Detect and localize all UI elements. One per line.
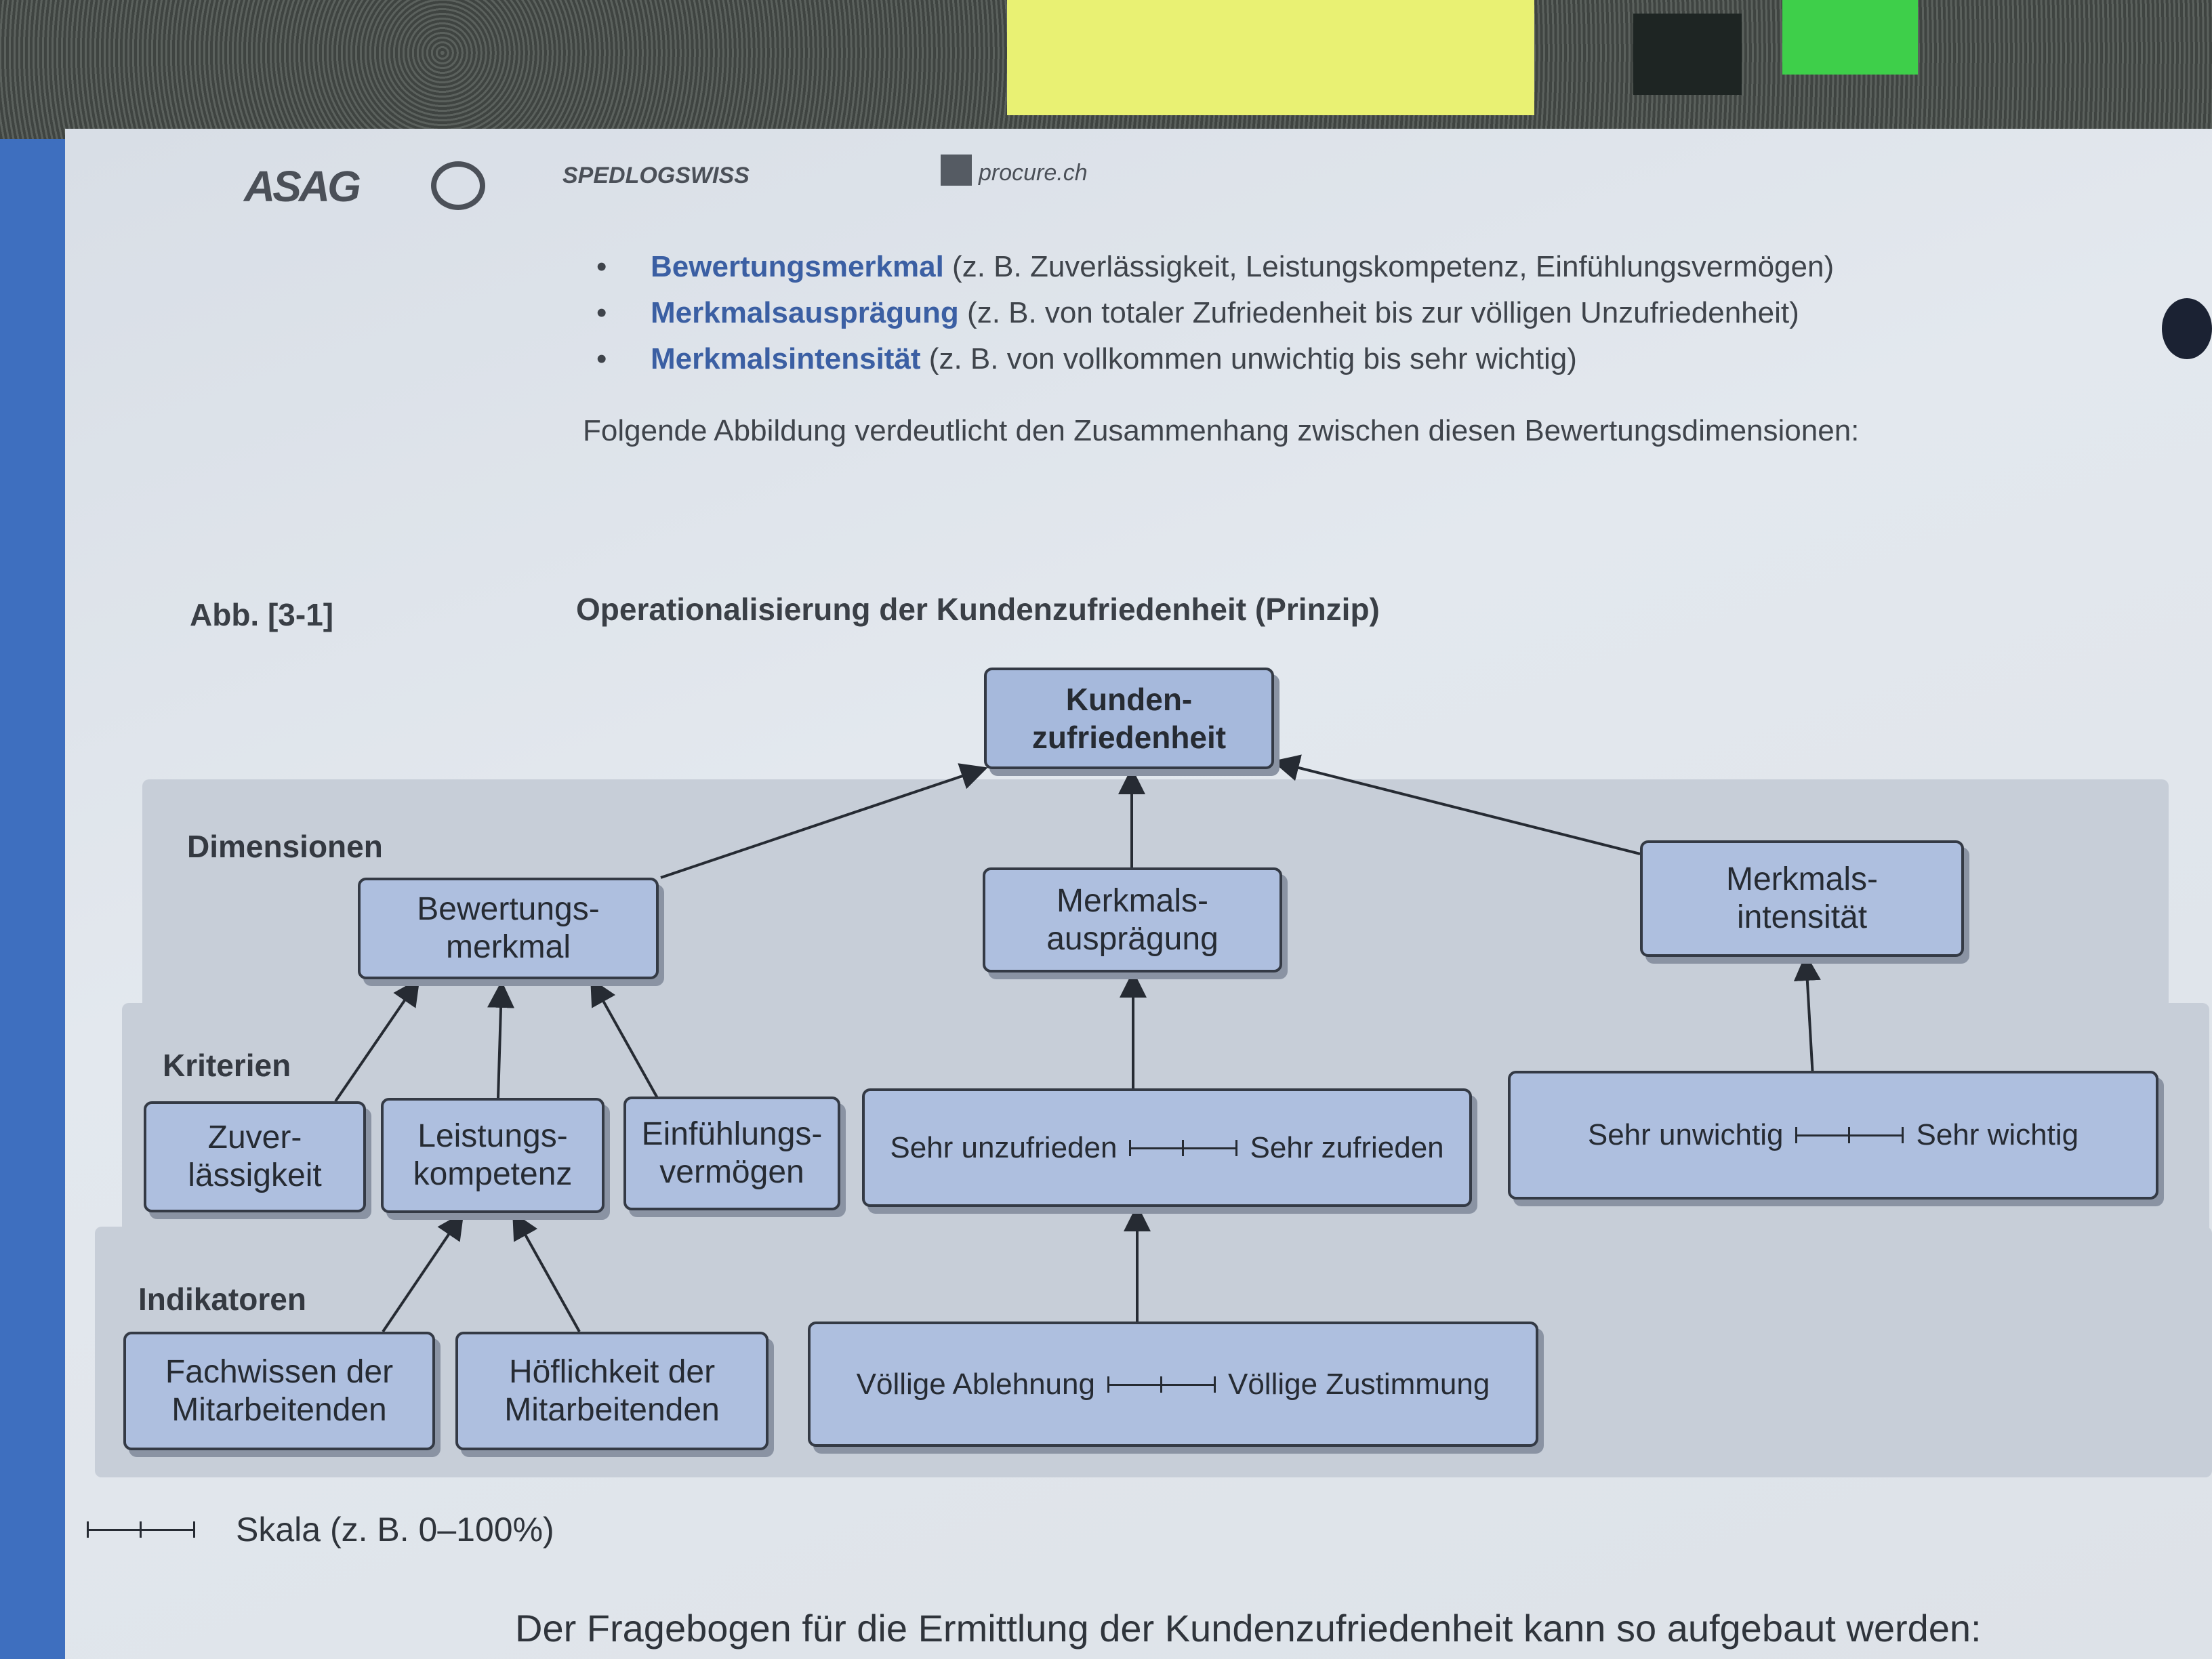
box-hoeflichkeit: Höflichkeit der Mitarbeitenden [455,1332,769,1450]
scale-row: Sehr unzufrieden Sehr zufrieden [890,1130,1444,1164]
figure-title: Operationalisierung der Kundenzufriedenh… [576,592,1380,627]
bullet-item: Merkmalsintensität (z. B. von vollkommen… [583,336,2101,382]
faded-logo-icon [824,152,882,195]
box-merkmalsintensitaet: Merkmals- intensität [1640,840,1964,957]
band-label-indikatoren: Indikatoren [138,1282,306,1317]
dark-sticky-note [1633,14,1742,95]
figure-number: Abb. [3-1] [190,597,334,632]
box-kundenzufriedenheit: Kunden- zufriedenheit [984,668,1274,769]
bullet-item: Merkmalsausprägung (z. B. von totaler Zu… [583,290,2101,336]
box-fachwissen: Fachwissen der Mitarbeitenden [123,1332,435,1450]
bottom-text: Der Fragebogen für die Ermittlung der Ku… [515,1607,1982,1650]
green-sticky-note [1782,0,1918,75]
band-label-dimensionen: Dimensionen [187,829,383,864]
box-leistungskompetenz: Leistungs- kompetenz [381,1098,605,1213]
intro-paragraph: Folgende Abbildung verdeutlicht den Zusa… [583,414,1860,447]
procure-mark-icon [941,155,972,186]
scale-icon [1107,1376,1216,1393]
circle-logo-icon [431,161,485,210]
intro-text-block: Bewertungsmerkmal (z. B. Zuverlässigkeit… [583,244,2101,455]
bullet-item: Bewertungsmerkmal (z. B. Zuverlässigkeit… [583,244,2101,290]
box-einfuehlungsvermoegen: Einfühlungs- vermögen [623,1097,840,1210]
box-zuverlaessigkeit: Zuver- lässigkeit [144,1101,366,1212]
scale-icon [1129,1139,1238,1156]
yellow-sticky-note [1007,0,1534,115]
punch-hole [2162,298,2212,359]
box-merkmalsauspraegung: Merkmals- ausprägung [983,867,1282,972]
scale-row: Völlige Ablehnung Völlige Zustimmung [856,1367,1490,1401]
scale-legend: Skala (z. B. 0–100%) [87,1510,554,1549]
spedlogswiss-logo: SPEDLOGSWISS [562,163,750,188]
scale-icon [87,1521,195,1538]
box-zufriedenheit-scale: Sehr unzufrieden Sehr zufrieden [862,1088,1472,1207]
procure-logo: procure.ch [979,160,1088,186]
box-bewertungsmerkmal: Bewertungs- merkmal [358,878,659,979]
box-wichtigkeit-scale: Sehr unwichtig Sehr wichtig [1508,1071,2158,1200]
band-label-kriterien: Kriterien [163,1048,291,1083]
scale-icon [1795,1127,1904,1143]
scale-row: Sehr unwichtig Sehr wichtig [1587,1118,2079,1151]
asag-logo: ASAG [244,162,361,211]
box-zustimmung-scale: Völlige Ablehnung Völlige Zustimmung [808,1322,1538,1447]
